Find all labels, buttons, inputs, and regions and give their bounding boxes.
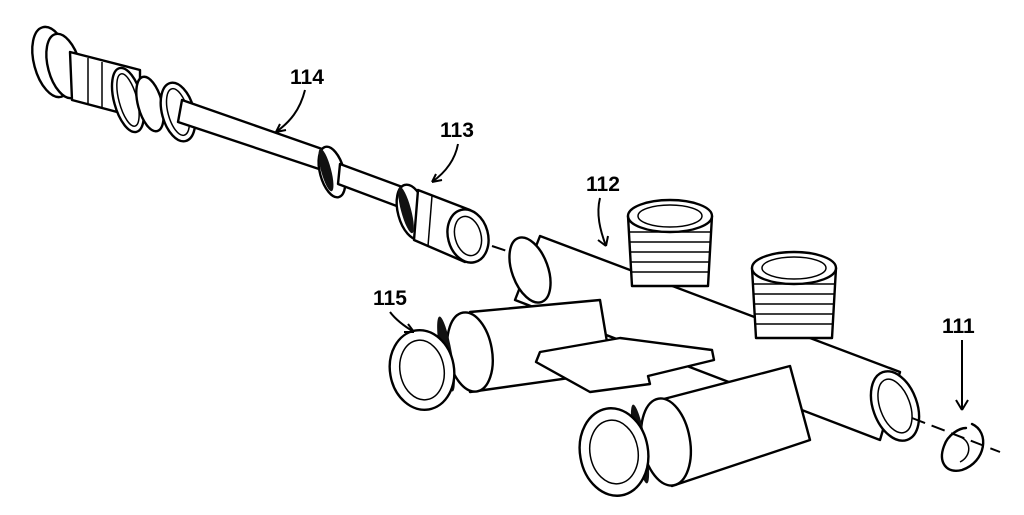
callout-label-115: 115 [373,287,407,310]
callout-115: 115 [373,287,415,333]
callout-label-112: 112 [586,173,620,196]
callout-114: 114 [275,66,324,133]
valve-spool-114 [31,25,490,264]
callout-label-114: 114 [290,66,324,89]
callout-label-111: 111 [942,315,975,338]
callout-111: 111 [942,315,975,411]
callout-113: 113 [431,119,474,183]
callout-112: 112 [586,173,620,247]
retaining-ring-111 [940,422,985,472]
callout-label-113: 113 [440,119,474,142]
manifold-body-112 [388,198,921,497]
